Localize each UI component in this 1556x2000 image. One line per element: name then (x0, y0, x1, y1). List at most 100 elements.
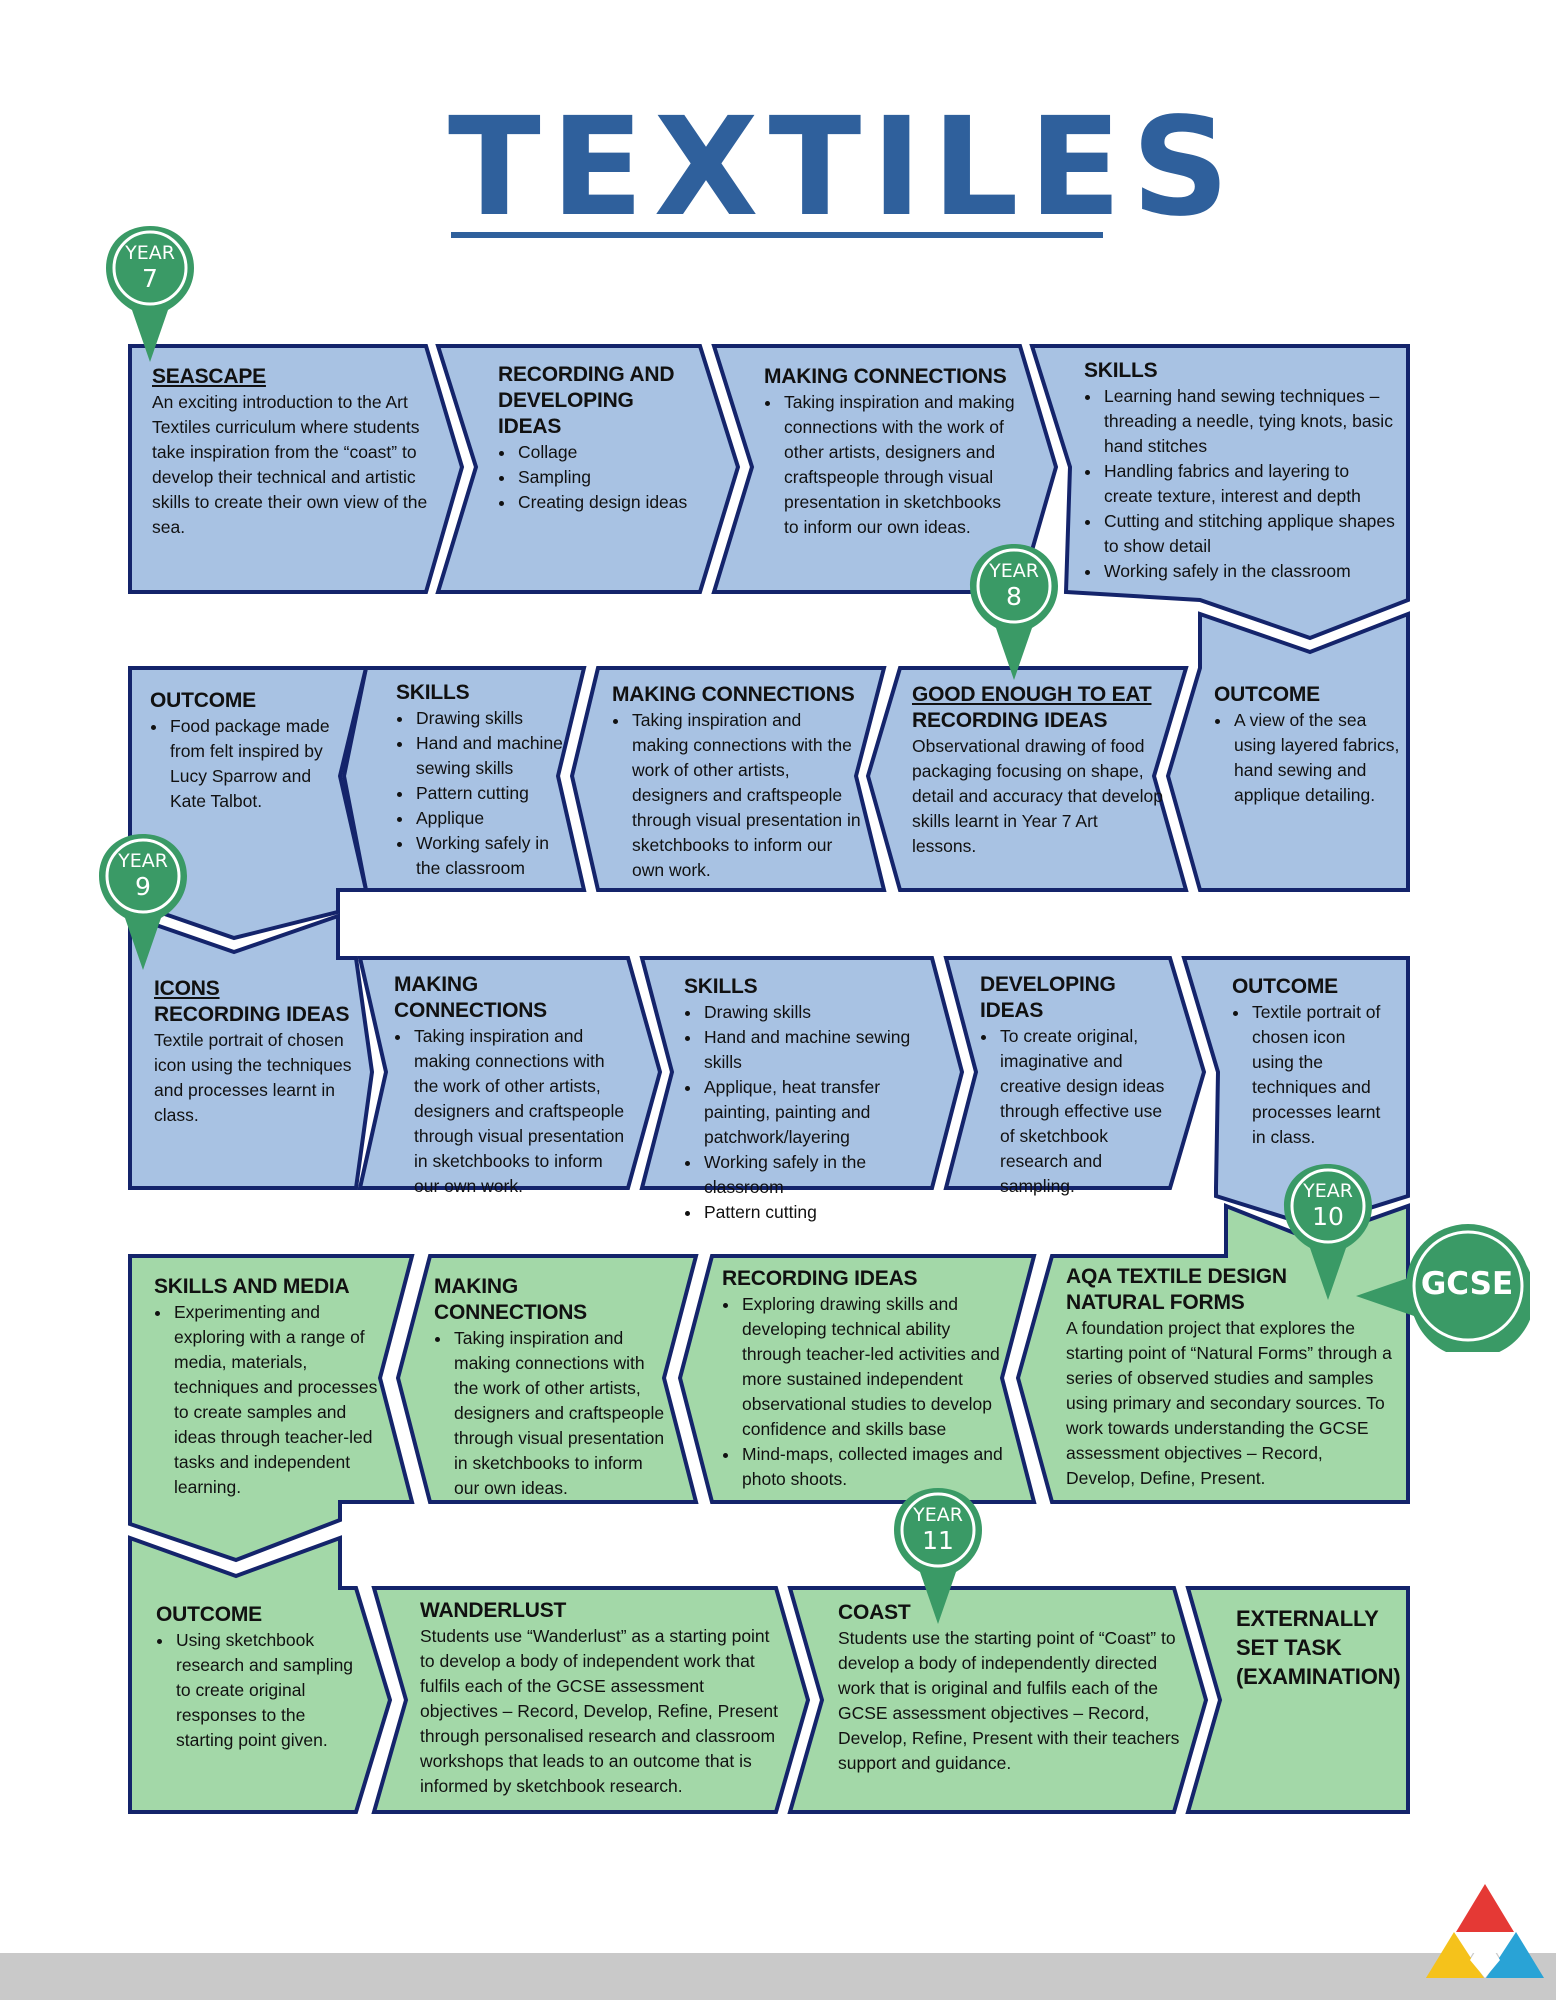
list-item: Working safely in the classroom (1102, 559, 1396, 584)
box-aqa-natural-forms: AQA TEXTILE DESIGN NATURAL FORMS A found… (1066, 1264, 1396, 1491)
box-text: Students use the starting point of “Coas… (838, 1628, 1180, 1773)
shape-outcome-y10 (128, 1535, 393, 1814)
box-outcome-y10: OUTCOME Using sketchbook research and sa… (156, 1602, 356, 1753)
box-heading: SKILLS (1084, 359, 1158, 382)
shape-skills-y9 (639, 956, 965, 1190)
box-coast: COAST Students use the starting point of… (838, 1600, 1180, 1776)
pin-year-label: YEAR (1303, 1180, 1353, 1202)
box-skills-and-media: SKILLS AND MEDIA Experimenting and explo… (154, 1274, 380, 1500)
list-item: Food package made from felt inspired by … (168, 714, 340, 814)
pin-year-label: YEAR (913, 1504, 963, 1526)
list-item: Experimenting and exploring with a range… (172, 1300, 380, 1500)
shape-recording-developing (435, 344, 741, 594)
title-underline (451, 232, 1103, 238)
shape-outcome-y9 (1181, 956, 1410, 1229)
shape-skills-y7 (1029, 344, 1410, 641)
list-item: Textile portrait of chosen icon using th… (1250, 1000, 1392, 1150)
pin-year-number: 9 (135, 872, 151, 901)
list-item: Taking inspiration and making connection… (412, 1024, 630, 1199)
list-item: Collage (516, 440, 698, 465)
map-pin-icon (894, 1488, 982, 1624)
box-heading: AQA TEXTILE DESIGN (1066, 1265, 1287, 1288)
box-heading: MAKING CONNECTIONS (764, 365, 1007, 388)
list-item: A view of the sea using layered fabrics,… (1232, 708, 1404, 808)
list-item: Handling fabrics and layering to create … (1102, 459, 1396, 509)
box-heading: SKILLS AND MEDIA (154, 1275, 350, 1298)
box-text: Observational drawing of food packaging … (912, 736, 1163, 856)
shape-seascape (128, 344, 465, 594)
shape-skills-and-media (128, 1254, 415, 1563)
list-item: Sampling (516, 465, 698, 490)
box-making-connections-y9: MAKING CONNECTIONS Taking inspiration an… (394, 972, 630, 1199)
box-developing-ideas: DEVELOPING IDEAS To create original, ima… (980, 972, 1180, 1199)
map-pin-icon (106, 226, 194, 362)
list-item: Mind-maps, collected images and photo sh… (740, 1442, 1012, 1492)
list-item: Pattern cutting (414, 781, 572, 806)
pin-year-number: 8 (1006, 582, 1022, 611)
box-heading: SKILLS (396, 681, 470, 704)
box-making-connections-y8: MAKING CONNECTIONS Taking inspiration an… (612, 682, 862, 883)
shape-developing-ideas (943, 956, 1207, 1190)
box-heading: EXTERNALLY SET TASK (EXAMINATION) (1236, 1606, 1401, 1689)
shape-coast (787, 1586, 1209, 1814)
shape-making-connections-y9 (357, 956, 663, 1190)
gcse-label: GCSE (1420, 1266, 1514, 1302)
shape-icons (128, 913, 375, 1190)
list-item: Taking inspiration and making connection… (452, 1326, 668, 1501)
list-item: Pattern cutting (702, 1200, 946, 1225)
box-subheading: NATURAL FORMS (1066, 1291, 1245, 1314)
footer-bar (0, 1953, 1556, 2000)
list-item: Cutting and stitching applique shapes to… (1102, 509, 1396, 559)
shape-externally-set-task (1185, 1586, 1410, 1814)
box-seascape: SEASCAPE An exciting introduction to the… (152, 364, 428, 540)
list-item: Exploring drawing skills and developing … (740, 1292, 1012, 1442)
list-item: Working safely in the classroom (414, 831, 572, 881)
list-item: Learning hand sewing techniques – thread… (1102, 384, 1396, 459)
pin-year-label: YEAR (989, 560, 1039, 582)
box-outcome-y7: OUTCOME A view of the sea using layered … (1214, 682, 1404, 808)
box-recording-developing: RECORDING AND DEVELOPING IDEAS Collage S… (498, 362, 698, 515)
box-making-connections-y10: MAKING CONNECTIONS Taking inspiration an… (434, 1274, 668, 1501)
list-item: Taking inspiration and making connection… (782, 390, 1016, 540)
box-heading: RECORDING IDEAS (722, 1267, 918, 1290)
box-skills-y8: SKILLS Drawing skills Hand and machine s… (396, 680, 572, 881)
box-text: Textile portrait of chosen icon using th… (154, 1030, 352, 1125)
box-wanderlust: WANDERLUST Students use “Wanderlust” as … (420, 1598, 784, 1799)
pin-year-number: 11 (922, 1526, 954, 1555)
box-heading: WANDERLUST (420, 1599, 567, 1622)
box-heading: MAKING CONNECTIONS (434, 1275, 587, 1324)
shape-making-connections-y10 (395, 1254, 699, 1504)
box-text: Students use “Wanderlust” as a starting … (420, 1626, 778, 1796)
list-item: Drawing skills (414, 706, 572, 731)
box-heading: SEASCAPE (152, 365, 266, 388)
list-item: Hand and machine sewing skills (414, 731, 572, 781)
shape-wanderlust (371, 1586, 811, 1814)
box-heading: MAKING CONNECTIONS (394, 973, 547, 1022)
box-icons: ICONS RECORDING IDEAS Textile portrait o… (154, 976, 354, 1128)
page-title: TEXTILES (448, 89, 1240, 247)
pin-year-number: 7 (142, 264, 158, 293)
pin-year-label: YEAR (118, 850, 168, 872)
pin-year-label: YEAR (125, 242, 175, 264)
shape-making-connections-y8 (569, 666, 887, 892)
box-heading: GOOD ENOUGH TO EAT (912, 683, 1152, 706)
box-heading: DEVELOPING IDEAS (980, 973, 1116, 1022)
box-skills-y7: SKILLS Learning hand sewing techniques –… (1084, 358, 1396, 584)
list-item: Drawing skills (702, 1000, 946, 1025)
list-item: Hand and machine sewing skills (702, 1025, 946, 1075)
map-pin-icon (1284, 1164, 1372, 1300)
box-good-enough: GOOD ENOUGH TO EAT RECORDING IDEAS Obser… (912, 682, 1166, 859)
list-item: Creating design ideas (516, 490, 698, 515)
box-skills-y9: SKILLS Drawing skills Hand and machine s… (684, 974, 946, 1225)
shape-good-enough (865, 666, 1189, 892)
shape-skills-y8 (341, 666, 587, 892)
shape-outcome-y7 (1165, 611, 1410, 892)
box-heading: ICONS (154, 977, 220, 1000)
box-subheading: RECORDING IDEAS (912, 709, 1108, 732)
